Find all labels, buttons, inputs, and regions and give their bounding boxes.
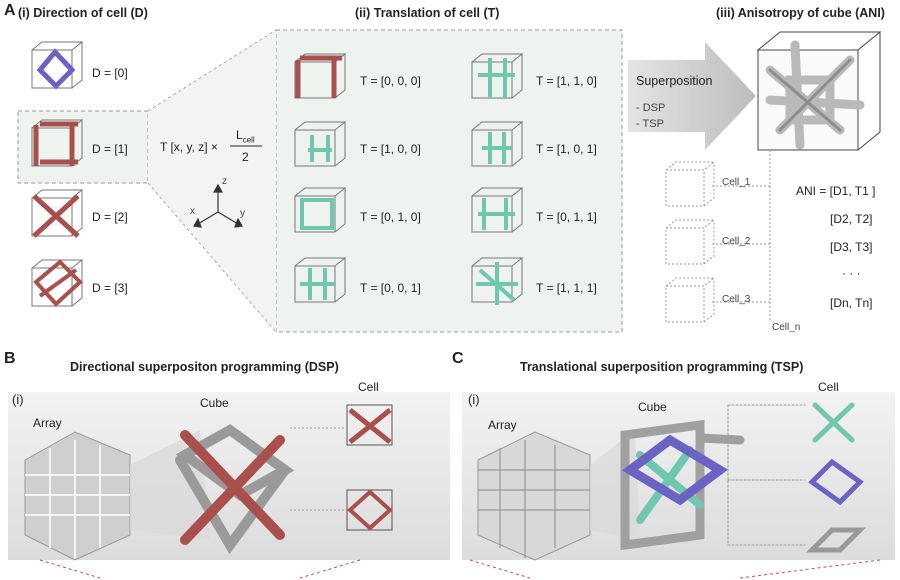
- formula-numerator-sub: cell: [242, 135, 255, 145]
- translation-title: (ii) Translation of cell (T): [355, 6, 500, 20]
- translation-label-l2: T = [0, 1, 0]: [360, 210, 421, 224]
- cell-label-3: Cell_3: [722, 294, 751, 305]
- dsp-cube: [175, 424, 295, 555]
- axis-z-label: z: [222, 176, 227, 187]
- translation-formula: T [x, y, z] ×: [160, 140, 218, 154]
- superposition-arrow: [628, 42, 756, 150]
- direction-label-0: D = [0]: [92, 66, 128, 80]
- direction-cells: [31, 41, 84, 307]
- direction-highlight-box: [17, 110, 149, 184]
- cell-label-n: Cell_n: [772, 322, 801, 333]
- direction-label-1: D = [1]: [92, 142, 128, 156]
- ani-row-2: [D3, T3]: [830, 240, 873, 254]
- translation-label-l1: T = [1, 0, 0]: [360, 142, 421, 156]
- translation-label-r1: T = [1, 0, 1]: [536, 142, 597, 156]
- translation-label-r0: T = [1, 1, 0]: [536, 74, 597, 88]
- tsp-title: Translational superposition programming …: [520, 360, 804, 374]
- tsp-sub: (i): [468, 392, 480, 407]
- panel-a-letter: A: [4, 2, 16, 19]
- dsp-title: Directional superpositon programming (DS…: [70, 360, 339, 374]
- formula-numerator: Lcell: [236, 128, 255, 145]
- ani-row-4: [Dn, Tn]: [830, 296, 873, 310]
- tsp-cell-label: Cell: [818, 380, 839, 394]
- dsp-cells: [290, 404, 393, 531]
- tsp-array: [477, 431, 591, 561]
- anisotropic-cube: [756, 31, 882, 151]
- cell-label-1: Cell_1: [722, 177, 751, 188]
- translation-label-r3: T = [1, 1, 1]: [536, 281, 597, 295]
- tsp-cube-label: Cube: [638, 400, 667, 414]
- translation-label-r2: T = [0, 1, 1]: [536, 210, 597, 224]
- method-dsp: - DSP: [636, 102, 666, 114]
- translation-label-l0: T = [0, 0, 0]: [360, 74, 421, 88]
- cell-list: [665, 150, 771, 323]
- zoom-funnel: [148, 30, 276, 332]
- axis-triad: [193, 183, 243, 228]
- axis-x-label: x: [190, 206, 195, 217]
- cell-label-2: Cell_2: [722, 236, 751, 247]
- translation-cells: [294, 53, 524, 305]
- method-tsp: - TSP: [636, 118, 664, 130]
- formula-denominator: 2: [242, 150, 249, 164]
- panel-c-letter: C: [452, 350, 464, 367]
- anisotropy-title: (iii) Anisotropy of cube (ANI): [716, 6, 885, 20]
- ani-row-0: ANI = [D1, T1 ]: [796, 184, 876, 198]
- translation-label-l3: T = [0, 0, 1]: [360, 281, 421, 295]
- panel-b-letter: B: [4, 350, 16, 367]
- direction-title: (i) Direction of cell (D): [18, 6, 148, 20]
- direction-label-2: D = [2]: [92, 210, 128, 224]
- tsp-array-label: Array: [488, 418, 517, 432]
- superposition-label: Superposition: [636, 74, 713, 88]
- dsp-array: [24, 431, 131, 561]
- dsp-cube-label: Cube: [200, 396, 229, 410]
- dsp-sub: (i): [12, 392, 24, 407]
- tsp-cells: [727, 402, 867, 553]
- ani-row-3: · · ·: [842, 266, 861, 280]
- axis-y-label: y: [240, 208, 245, 219]
- dsp-cell-label: Cell: [358, 380, 379, 394]
- direction-label-3: D = [3]: [92, 281, 128, 295]
- tsp-cube: [620, 419, 745, 551]
- dsp-array-label: Array: [33, 416, 62, 430]
- ani-row-1: [D2, T2]: [830, 212, 873, 226]
